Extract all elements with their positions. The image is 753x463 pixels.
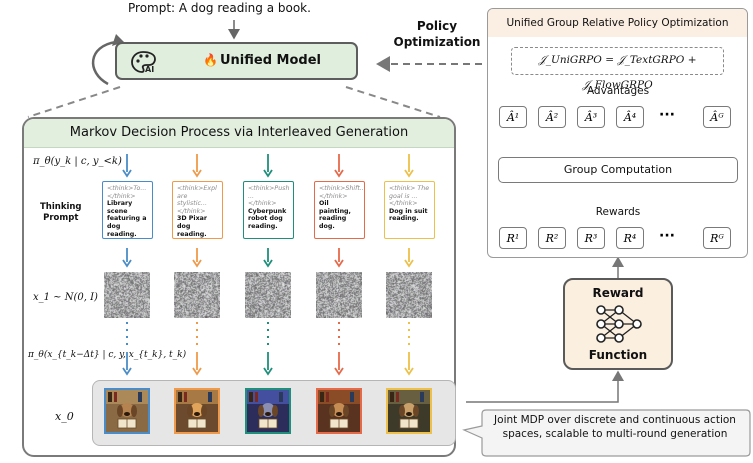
think-open-tag: <think>To... xyxy=(107,185,147,192)
thinking-box: <think> The goal is ...</think>Dog in su… xyxy=(384,181,435,239)
arrow-head xyxy=(122,367,132,376)
arrow-head xyxy=(263,367,273,376)
advantage-box: Â¹ xyxy=(499,106,527,128)
fire-icon: 🔥 xyxy=(203,53,218,67)
policy-optimization-label: Policy Optimization xyxy=(372,18,502,50)
reward-box: Rᴳ xyxy=(703,227,731,249)
thinking-box: <think>To...</think>Library scene featur… xyxy=(102,181,153,239)
group-computation-box[interactable]: Group Computation xyxy=(498,157,738,183)
thinking-box: <think>Shift...</think>Oil painting, rea… xyxy=(314,181,365,239)
thinking-box: <think>Push ...</think>Cyberpunk robot d… xyxy=(243,181,294,239)
grpo-formula: 𝒥_UniGRPO = 𝒥_TextGRPO + 𝒥_FlowGRPO xyxy=(511,47,724,91)
reward-box: R² xyxy=(538,227,566,249)
reward-function-box[interactable]: Reward Function xyxy=(563,278,673,370)
row-label-flow: π_θ(x_{t_k−Δt} | c, y, x_{t_k}, t_k) xyxy=(28,350,187,360)
dog-reading-illustration xyxy=(318,390,360,432)
noise-latent xyxy=(174,272,220,318)
arrow-head xyxy=(334,169,344,178)
arrow-head xyxy=(192,169,202,178)
mdp-title: Markov Decision Process via Interleaved … xyxy=(24,119,454,148)
generated-dog-image[interactable] xyxy=(386,388,432,434)
advantage-box: Âᴳ xyxy=(703,106,731,128)
reward-ellipsis: ··· xyxy=(659,228,675,244)
svg-text:AI: AI xyxy=(145,65,154,74)
think-body-text: 3D Pixar dog reading. xyxy=(177,215,207,238)
think-body-text: Cyberpunk robot dog reading. xyxy=(248,207,287,230)
callout-text: Joint MDP over discrete and continuous a… xyxy=(486,413,744,441)
reward-box: R⁴ xyxy=(616,227,644,249)
arrow-head xyxy=(192,367,202,376)
dog-reading-illustration xyxy=(247,390,289,432)
arrow-head xyxy=(192,259,202,268)
think-open-tag: <think>Push ... xyxy=(248,185,290,200)
arrow-head xyxy=(334,367,344,376)
rewards-label: Rewards xyxy=(595,206,641,218)
function-label: Function xyxy=(588,348,648,362)
think-body-text: Dog in suit reading. xyxy=(389,207,428,223)
noise-latent xyxy=(316,272,362,318)
arrow-head xyxy=(263,259,273,268)
noise-latent xyxy=(386,272,432,318)
arrow-head xyxy=(334,259,344,268)
neural-network-icon xyxy=(596,305,642,343)
advantage-box: Â² xyxy=(538,106,566,128)
arrow-head xyxy=(263,169,273,178)
advantage-ellipsis: ··· xyxy=(659,107,675,123)
policy-label-line1: Policy xyxy=(416,19,458,33)
think-open-tag: <think>Expl are stylistic... xyxy=(177,185,217,208)
callout-shape xyxy=(462,409,751,457)
grpo-title: Unified Group Relative Policy Optimizati… xyxy=(488,9,747,37)
row-label-x0: x_0 xyxy=(55,410,74,423)
think-body-text: Library scene featuring a dog reading. xyxy=(107,200,147,238)
generated-dog-image[interactable] xyxy=(174,388,220,434)
reward-label: Reward xyxy=(592,286,644,300)
thinking-box: <think>Expl are stylistic...</think>3D P… xyxy=(172,181,223,239)
grpo-panel: Unified Group Relative Policy Optimizati… xyxy=(487,8,748,258)
refresh-loop-icon xyxy=(91,40,117,86)
row-label-noise: x_1 ~ N(0, I) xyxy=(33,292,98,303)
reward-box: R¹ xyxy=(499,227,527,249)
think-close-tag: </think> xyxy=(319,192,348,200)
thinking-prompt-label: Thinking Prompt xyxy=(40,202,82,224)
think-close-tag: </think> xyxy=(389,200,418,208)
row-label-policy: π_θ(y_k | c, y_<k) xyxy=(33,156,122,167)
advantages-label: Advantages xyxy=(586,85,650,97)
thinking-label-line1: Thinking xyxy=(40,202,82,212)
thinking-label-line2: Prompt xyxy=(43,213,79,223)
dog-reading-illustration xyxy=(388,390,430,432)
arrow-head xyxy=(122,259,132,268)
noise-latent xyxy=(245,272,291,318)
palette-ai-icon: AI xyxy=(131,51,156,74)
policy-label-line2: Optimization xyxy=(393,35,481,49)
think-body-text: Oil painting, reading dog. xyxy=(319,200,351,230)
dog-reading-illustration xyxy=(176,390,218,432)
generated-dog-image[interactable] xyxy=(245,388,291,434)
unified-model-box[interactable]: AI 🔥 Unified Model xyxy=(115,42,358,80)
generated-dog-image[interactable] xyxy=(316,388,362,434)
think-open-tag: <think> The goal is ... xyxy=(389,185,430,200)
arrow-head xyxy=(404,169,414,178)
arrow-head xyxy=(404,259,414,268)
callout-line2: spaces, scalable to multi-round generati… xyxy=(502,428,728,440)
callout-line1: Joint MDP over discrete and continuous a… xyxy=(494,414,736,426)
arrow-head xyxy=(122,169,132,178)
think-open-tag: <think>Shift... xyxy=(319,185,365,192)
think-close-tag: </think> xyxy=(107,192,136,200)
reward-box: R³ xyxy=(577,227,605,249)
prompt-text: Prompt: A dog reading a book. xyxy=(128,1,311,15)
generated-dog-image[interactable] xyxy=(104,388,150,434)
advantage-box: Â⁴ xyxy=(616,106,644,128)
dog-reading-illustration xyxy=(106,390,148,432)
think-close-tag: </think> xyxy=(177,207,206,215)
advantage-box: Â³ xyxy=(577,106,605,128)
unified-model-label: Unified Model xyxy=(220,53,321,68)
think-close-tag: </think> xyxy=(248,200,277,208)
noise-latent xyxy=(104,272,150,318)
arrow-head xyxy=(404,367,414,376)
